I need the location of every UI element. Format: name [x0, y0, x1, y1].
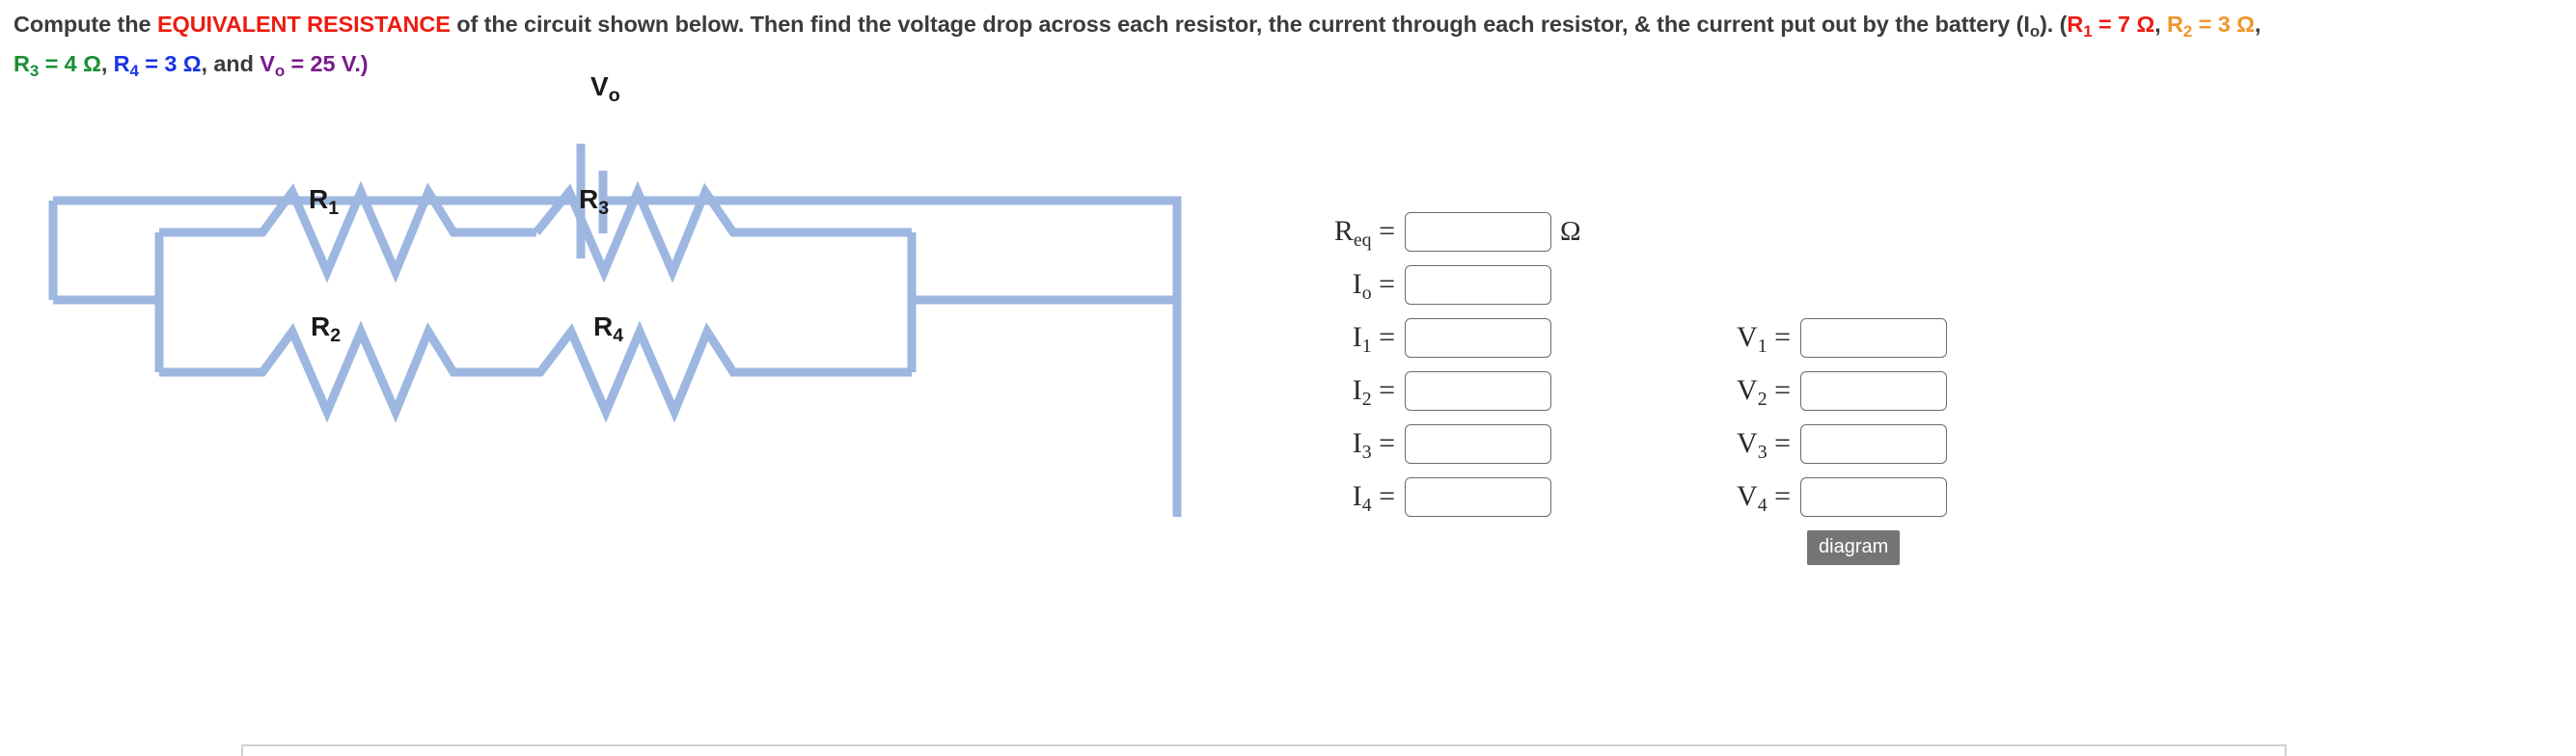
prompt-text-a: Compute the: [14, 12, 157, 37]
prompt-r4-value: = 3 Ω: [138, 51, 202, 76]
prompt-text-c: ). (: [2040, 12, 2068, 37]
wire-top-right-and-right-side: [603, 196, 1182, 517]
prompt-comma-3: ,: [100, 51, 114, 76]
tooltip-diagram: diagram: [1807, 530, 1901, 565]
resistor-r2-zigzag: [239, 320, 511, 423]
input-v2[interactable]: [1800, 370, 1947, 411]
circuit-label-r1: R1: [309, 184, 340, 219]
answer-row-i2: I2 =: [1312, 369, 1551, 412]
label-v2: V2 =: [1737, 374, 1791, 410]
answer-form: Req = Ω Io = I1 = V1 = I2 = V2 = I3 = V3…: [1312, 210, 2180, 577]
label-v1: V1 =: [1737, 321, 1791, 357]
bottom-panel-divider: [241, 744, 2287, 756]
problem-statement-line-1: Compute the EQUIVALENT RESISTANCE of the…: [14, 6, 2570, 45]
prompt-r3-subscript: 3: [29, 61, 40, 80]
answer-row-i4: I4 =: [1312, 475, 1551, 518]
prompt-r4-subscript: 4: [129, 61, 139, 80]
input-i3[interactable]: [1405, 423, 1551, 464]
input-v3[interactable]: [1800, 423, 1947, 464]
label-v3: V3 =: [1737, 427, 1791, 463]
problem-statement: Compute the EQUIVALENT RESISTANCE of the…: [14, 6, 2570, 85]
problem-statement-line-2: R3 = 4 Ω, R4 = 3 Ω, and Vo = 25 V.): [14, 45, 2570, 85]
prompt-r2-value: = 3 Ω: [2192, 12, 2255, 37]
answer-row-v2: V2 =: [1708, 369, 1947, 412]
answer-row-i1: I1 =: [1312, 316, 1551, 359]
circuit-label-r3: R3: [579, 184, 610, 219]
answer-row-i3: I3 =: [1312, 422, 1551, 465]
input-i2[interactable]: [1405, 370, 1551, 411]
circuit-diagram: Vo R1 R3 R2 R4: [0, 71, 1245, 690]
prompt-r2-label: R: [2167, 12, 2183, 37]
label-i3: I3 =: [1352, 427, 1395, 463]
prompt-v0-label: V: [260, 51, 275, 76]
input-req[interactable]: [1405, 211, 1551, 252]
battery-symbol: [576, 144, 608, 258]
prompt-highlight-equivalent-resistance: EQUIVALENT RESISTANCE: [156, 12, 451, 37]
answer-row-req: Req = Ω: [1312, 210, 1581, 253]
prompt-and: , and: [201, 51, 260, 76]
label-v4: V4 =: [1737, 480, 1791, 516]
answer-row-i0: Io =: [1312, 263, 1551, 306]
label-i1: I1 =: [1352, 321, 1395, 357]
prompt-r3-label: R: [14, 51, 30, 76]
label-req: Req =: [1333, 215, 1395, 251]
prompt-io-subscript: o: [2029, 21, 2041, 40]
label-i0: Io =: [1352, 268, 1395, 304]
circuit-schematic-svg: [48, 144, 1182, 517]
input-i1[interactable]: [1405, 317, 1551, 358]
prompt-r1-subscript: 1: [2083, 21, 2093, 40]
label-i4: I4 =: [1352, 480, 1395, 516]
prompt-v0-subscript: o: [274, 61, 286, 80]
prompt-r2-subscript: 2: [2182, 21, 2193, 40]
circuit-wires: [48, 180, 1182, 517]
resistor-r1-zigzag: [239, 180, 484, 284]
input-v1[interactable]: [1800, 317, 1947, 358]
label-i2: I2 =: [1352, 374, 1395, 410]
prompt-comma-1: ,: [2154, 12, 2168, 37]
input-i4[interactable]: [1405, 476, 1551, 517]
prompt-r4-label: R: [113, 51, 130, 76]
circuit-label-r4: R4: [593, 311, 624, 346]
circuit-label-v0: Vo: [590, 71, 620, 106]
input-v4[interactable]: [1800, 476, 1947, 517]
resistor-r3-zigzag: [533, 180, 762, 284]
answer-row-v1: V1 =: [1708, 316, 1947, 359]
answer-row-v4: V4 =: [1708, 475, 1947, 518]
circuit-label-r2: R2: [311, 311, 342, 346]
prompt-r1-label: R: [2067, 12, 2084, 37]
prompt-text-b: of the circuit shown below. Then find th…: [450, 12, 2030, 37]
input-i0[interactable]: [1405, 264, 1551, 305]
prompt-r1-value: = 7 Ω: [2092, 12, 2155, 37]
prompt-v0-value: = 25 V.): [285, 51, 369, 76]
prompt-comma-2: ,: [2254, 12, 2261, 37]
unit-ohm: Ω: [1560, 215, 1581, 247]
resistor-r4-zigzag: [511, 320, 762, 423]
prompt-r3-value: = 4 Ω: [39, 51, 101, 76]
answer-row-v3: V3 =: [1708, 422, 1947, 465]
